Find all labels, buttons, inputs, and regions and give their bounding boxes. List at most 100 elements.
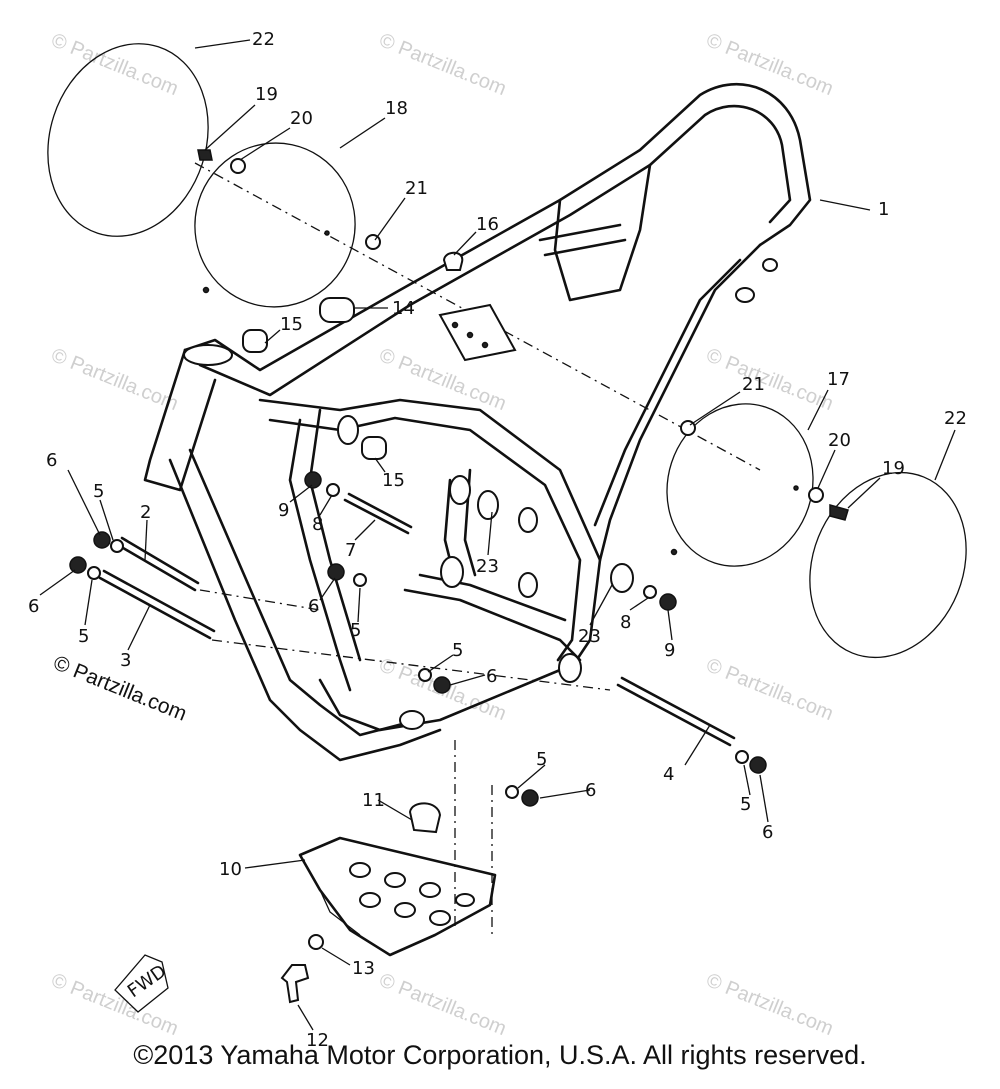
callout-2: 2 (140, 502, 151, 523)
damper-11 (408, 802, 442, 834)
engine-mount-boss (440, 556, 464, 588)
callout-1: 1 (878, 199, 889, 220)
callouts: 22 19 20 18 21 16 14 15 15 1 21 17 20 19… (28, 29, 967, 1051)
washer-20 (808, 487, 824, 503)
watermark: © Partzilla.com (376, 969, 509, 1040)
callout-5: 5 (93, 481, 104, 502)
screw-19 (829, 504, 849, 521)
washer-8 (326, 483, 340, 497)
watermark: © Partzilla.com (376, 29, 509, 100)
bracket-hole (451, 321, 459, 329)
bolt-4 (616, 676, 736, 747)
leader-lines (39, 39, 956, 1031)
callout-6: 6 (28, 596, 39, 617)
bracket-hole (466, 331, 474, 339)
callout-8: 8 (620, 612, 631, 633)
callout-22: 22 (944, 408, 967, 429)
frame-boss (399, 710, 425, 730)
side-cover-18 (194, 142, 356, 308)
callout-7: 7 (345, 540, 356, 561)
nuts-washers (69, 149, 849, 807)
callout-6: 6 (585, 780, 596, 801)
washer-5 (353, 573, 367, 587)
callout-20: 20 (828, 430, 851, 451)
callout-5: 5 (350, 620, 361, 641)
callout-6: 6 (762, 822, 773, 843)
cover-center-line (194, 162, 761, 471)
nut-6 (749, 756, 767, 774)
callout-23: 23 (476, 556, 499, 577)
damper-14 (319, 297, 355, 323)
bolt-2 (116, 536, 200, 592)
damper-15 (242, 329, 268, 353)
nut-9 (659, 593, 677, 611)
cap-16 (442, 251, 464, 271)
callout-21: 21 (742, 374, 765, 395)
watermark: © Partzilla.com (703, 969, 836, 1040)
engine-mount-boss (337, 415, 359, 445)
nut-6 (93, 531, 111, 549)
nut-6 (327, 563, 345, 581)
callout-11: 11 (362, 790, 385, 811)
bolt-axis-line (199, 589, 321, 611)
callout-8: 8 (312, 514, 323, 535)
callout-17: 17 (827, 369, 850, 390)
callout-9: 9 (278, 500, 289, 521)
side-cover-22-left (47, 43, 209, 237)
callout-10: 10 (219, 859, 242, 880)
engine-mount-boss (518, 507, 538, 533)
steering-head (183, 344, 233, 366)
bolt-12 (280, 964, 310, 1004)
pivot-bushing (558, 653, 582, 683)
frame-boss (735, 287, 755, 303)
engine-mount-boss (477, 490, 499, 520)
skid-plate-10 (298, 836, 497, 957)
side-cover-22-right (809, 471, 967, 659)
bolt-7 (343, 492, 413, 535)
nut-6 (69, 556, 87, 574)
washer-21 (365, 234, 381, 250)
callout-20: 20 (290, 108, 313, 129)
cover-hole (793, 485, 799, 491)
watermark-layer: © Partzilla.com © Partzilla.com © Partzi… (48, 29, 836, 1040)
frame-boss (762, 258, 778, 272)
side-cover-17 (666, 403, 814, 567)
bolt-axis-line (211, 639, 611, 691)
nut-6 (521, 789, 539, 807)
cover-hole (202, 286, 210, 294)
callout-18: 18 (385, 98, 408, 119)
washer-13 (308, 934, 324, 950)
engine-mount-boss (518, 572, 538, 598)
callout-16: 16 (476, 214, 499, 235)
callout-5: 5 (78, 626, 89, 647)
watermark: © Partzilla.com (703, 654, 836, 725)
callout-14: 14 (392, 298, 415, 319)
washer-20 (230, 158, 246, 174)
washer-5 (110, 539, 124, 553)
engine-mount-boss (449, 475, 471, 505)
callout-23: 23 (578, 626, 601, 647)
copyright-footer: ©2013 Yamaha Motor Corporation, U.S.A. A… (133, 1040, 867, 1070)
callout-5: 5 (740, 794, 751, 815)
callout-6: 6 (46, 450, 57, 471)
callout-12: 12 (306, 1030, 329, 1051)
callout-6: 6 (308, 596, 319, 617)
pivot-bushing (610, 563, 634, 593)
watermark: © Partzilla.com (703, 344, 836, 415)
callout-6: 6 (486, 666, 497, 687)
screw-19 (197, 149, 213, 161)
callout-4: 4 (663, 764, 674, 785)
bracket-hole (481, 341, 489, 349)
watermark: © Partzilla.com (703, 29, 836, 100)
callout-13: 13 (352, 958, 375, 979)
callout-21: 21 (405, 178, 428, 199)
callout-3: 3 (120, 650, 131, 671)
callout-5: 5 (452, 640, 463, 661)
nut-9 (304, 471, 322, 489)
callout-9: 9 (664, 640, 675, 661)
callout-15: 15 (382, 470, 405, 491)
washer-5 (505, 785, 519, 799)
callout-19: 19 (255, 84, 278, 105)
watermark: © Partzilla.com (48, 344, 181, 415)
